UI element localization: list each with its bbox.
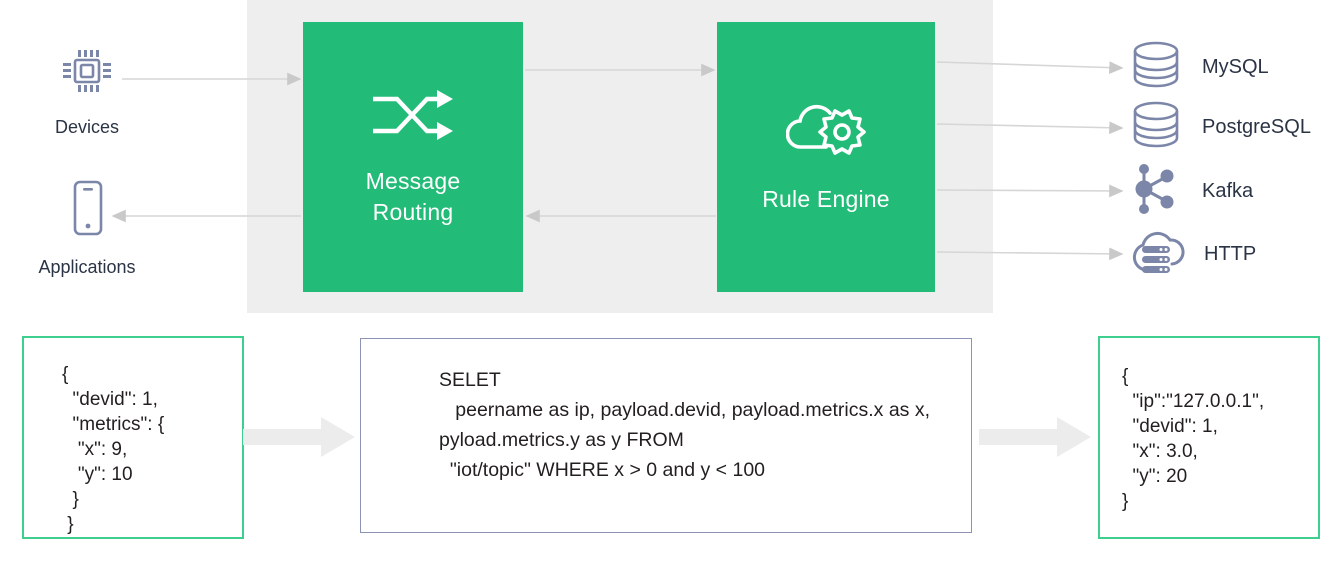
block-arrow-query-to-output [979,417,1091,462]
destination-mysql-label: MySQL [1202,56,1269,78]
destination-http-label: HTTP [1204,243,1257,265]
cloud-server-icon [1128,226,1186,283]
database-cylinder-icon [1128,100,1184,155]
input-payload-json: { "devid": 1, "metrics": { "x": 9, "y": … [62,364,165,535]
block-rule-engine-label: Rule Engine [762,186,890,212]
destination-postgresql-label: PostgreSQL [1202,116,1311,138]
block-rule-engine[interactable]: Rule Engine [717,22,935,292]
block-message-routing-label: Message Routing [365,167,461,225]
input-payload-box: { "devid": 1, "metrics": { "x": 9, "y": … [22,336,244,539]
destination-kafka[interactable]: Kafka [1128,163,1253,220]
source-applications: Applications [24,178,150,278]
source-devices: Devices [24,42,150,138]
node-graph-icon [1128,163,1184,220]
source-applications-label: Applications [38,257,136,277]
sql-query-box: SELET peername as ip, payload.devid, pay… [360,338,972,533]
shuffle-arrows-icon [371,87,455,148]
destination-mysql[interactable]: MySQL [1128,40,1269,95]
output-payload-box: { "ip":"127.0.0.1", "devid": 1, "x": 3.0… [1098,336,1320,539]
cpu-chip-icon [56,42,118,105]
destination-http[interactable]: HTTP [1128,226,1256,283]
destination-kafka-label: Kafka [1202,180,1254,202]
output-payload-json: { "ip":"127.0.0.1", "devid": 1, "x": 3.0… [1122,366,1265,512]
sql-query-text: SELET peername as ip, payload.devid, pay… [439,369,931,481]
destination-postgresql[interactable]: PostgreSQL [1128,100,1311,155]
cloud-gear-icon [785,99,866,166]
block-message-routing[interactable]: Message Routing [303,22,523,292]
source-devices-label: Devices [54,117,120,137]
database-cylinder-icon [1128,40,1184,95]
block-arrow-input-to-query [243,417,355,462]
mobile-phone-icon [64,178,110,245]
